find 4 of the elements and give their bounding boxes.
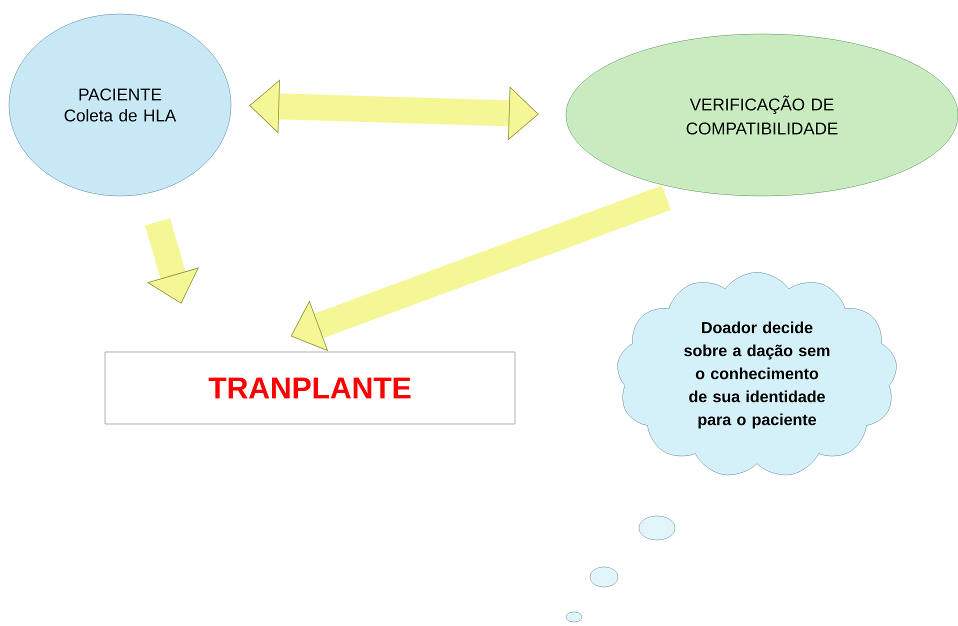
block-arrow	[290, 185, 671, 352]
block-arrow	[145, 218, 199, 304]
transplant-box: TRANPLANTE	[104, 352, 516, 424]
thought-cloud: Doador decide sobre a dação sem o conhecimento de sua identidade para o paciente	[617, 272, 897, 476]
